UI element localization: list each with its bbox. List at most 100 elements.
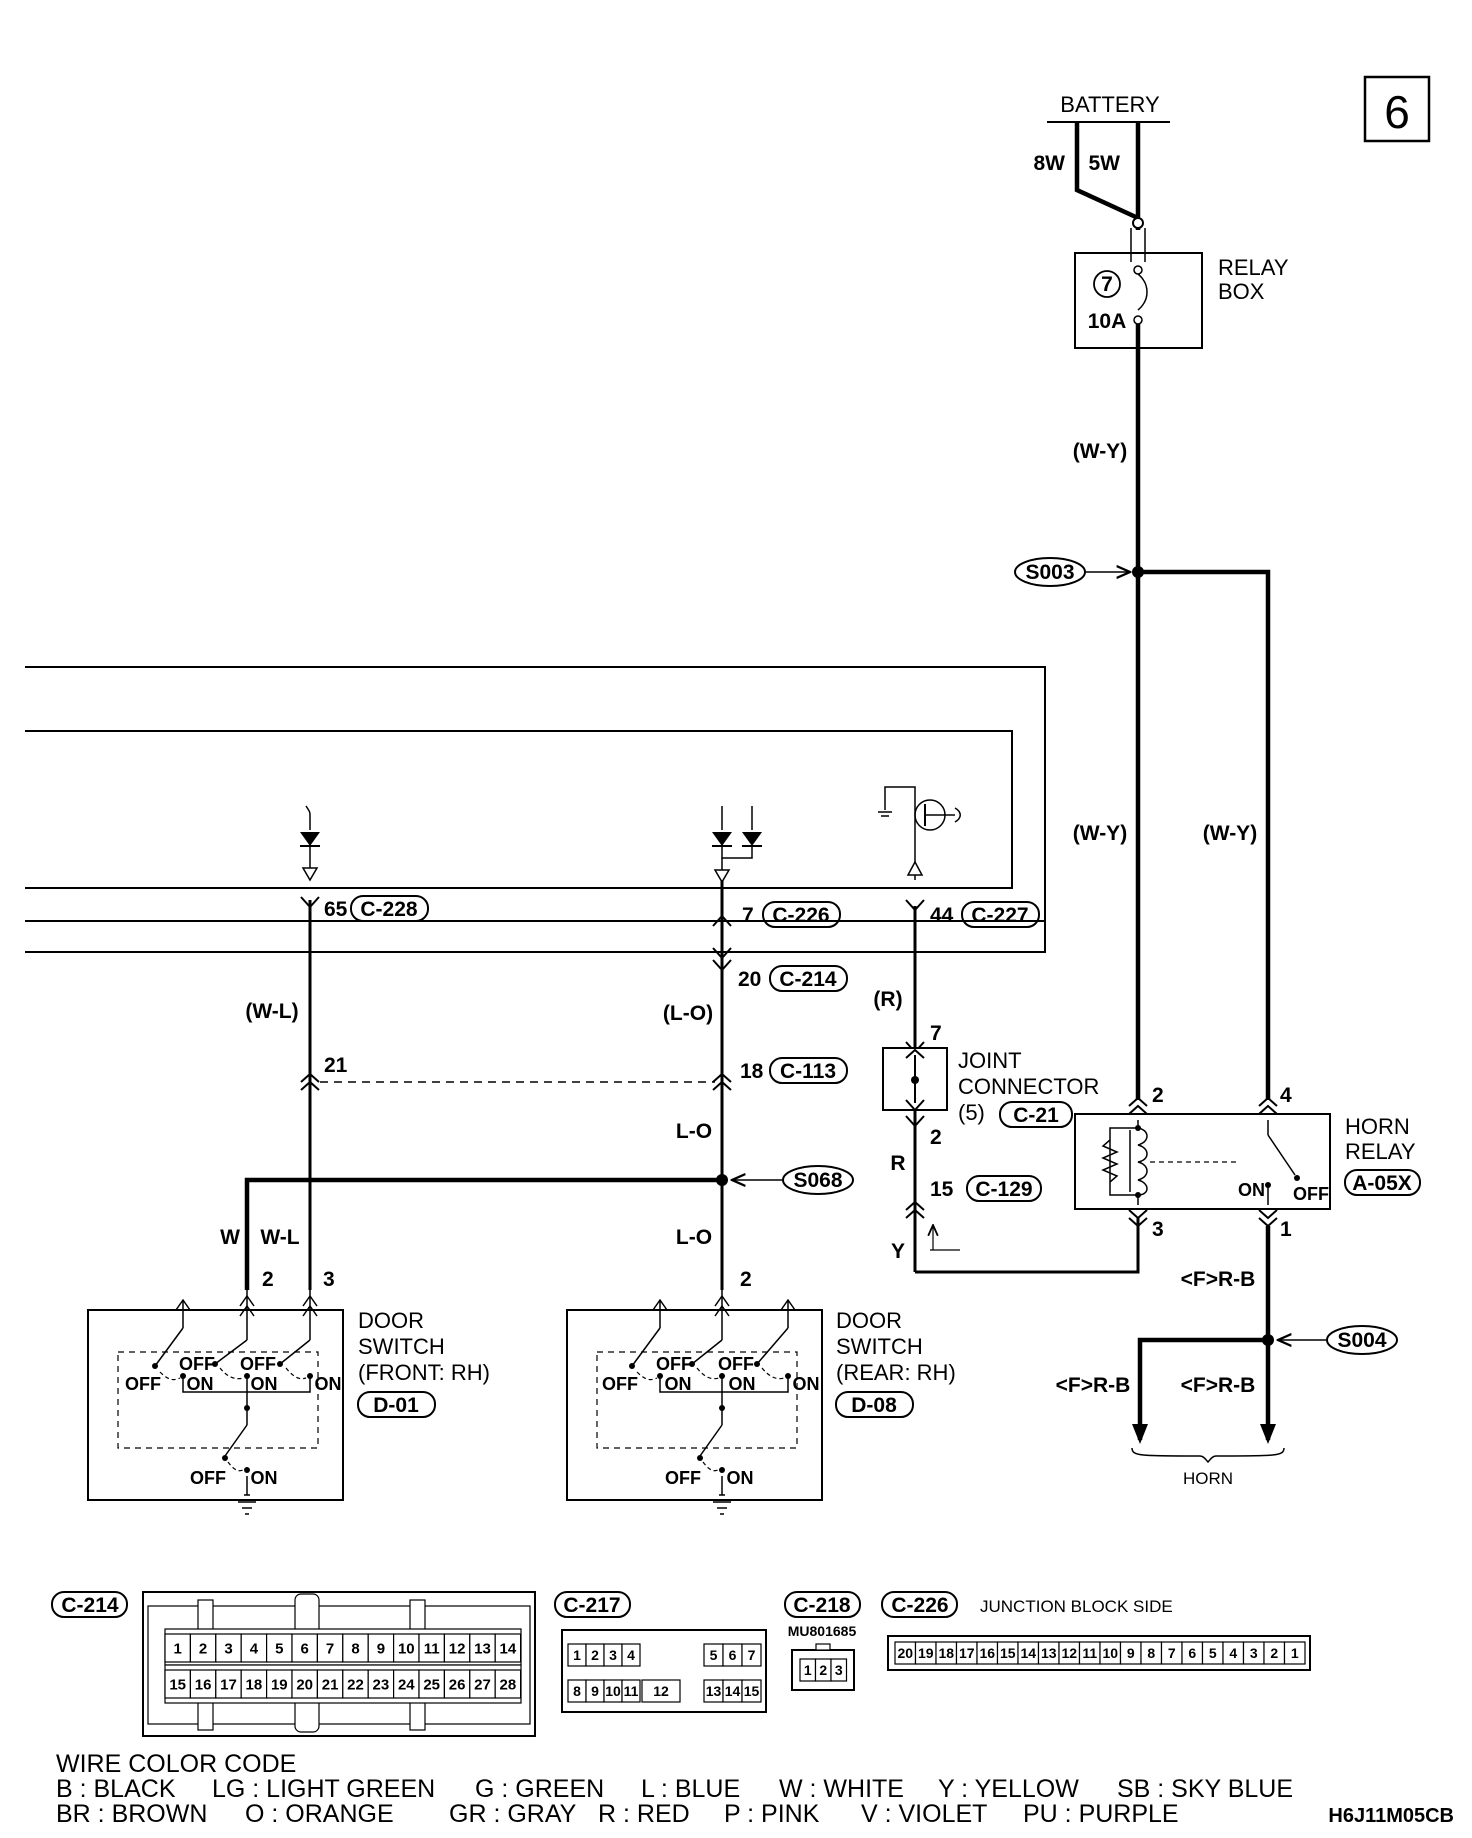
c217-pin: 12 (653, 1683, 669, 1699)
c226-pin: 2 (1270, 1645, 1278, 1661)
door-switch-rear: OFF OFF OFF ON ON ON OFF ON DOOR SWITCH … (566, 1290, 956, 1515)
c214-cell (418, 1669, 445, 1699)
horn-relay-label-1: HORN (1345, 1114, 1410, 1139)
c214-pin: 4 (250, 1640, 259, 1657)
c214-pin: 10 (398, 1640, 415, 1657)
c214-pin: 24 (398, 1676, 415, 1693)
wire-w: W (220, 1226, 240, 1249)
front-on-1: ON (187, 1374, 214, 1394)
legend-entry: GR : GRAY (449, 1800, 577, 1828)
c218-pin: 1 (804, 1662, 812, 1678)
horn-relay-pin-2: 2 (1152, 1084, 1164, 1107)
c217-pin: 3 (609, 1647, 617, 1663)
pin-21: 21 (324, 1054, 348, 1077)
front-off-2: OFF (179, 1354, 215, 1374)
conn-c227: C-227 (971, 904, 1028, 927)
c217-pin: 8 (573, 1683, 581, 1699)
etacs-unit (25, 666, 1046, 953)
c226-pin: 4 (1229, 1645, 1237, 1661)
c214-pin: 7 (326, 1640, 334, 1657)
wire-wy-right: (W-Y) (1203, 822, 1257, 845)
c226-pin: 9 (1127, 1645, 1135, 1661)
relay-box-label-2: BOX (1218, 279, 1265, 304)
pin-18: 18 (740, 1060, 764, 1083)
svg-text:C-214: C-214 (61, 1594, 119, 1617)
rear-on-4: ON (727, 1468, 754, 1488)
pin-20: 20 (738, 968, 761, 991)
horn-relay-on: ON (1238, 1180, 1265, 1200)
c226-pin: 10 (1102, 1645, 1118, 1661)
wire-wl2: W-L (260, 1226, 299, 1249)
pin-15: 15 (930, 1178, 954, 1201)
c214-pin: 8 (351, 1640, 359, 1657)
c217-cell (621, 1679, 641, 1703)
c226-pin: 19 (918, 1645, 934, 1661)
c214-pin: 18 (246, 1676, 263, 1693)
conn-c129: C-129 (975, 1178, 1032, 1201)
c214-pin: 13 (474, 1640, 491, 1657)
c214-pin: 1 (174, 1640, 182, 1657)
rear-on-3: ON (793, 1374, 820, 1394)
rear-code: D-08 (851, 1394, 897, 1417)
wire-lo2: L-O (676, 1226, 712, 1249)
c214-cell (164, 1633, 191, 1663)
wire-wy-top: (W-Y) (1073, 440, 1127, 463)
c217-pin: 6 (729, 1647, 737, 1663)
c226-pin: 11 (1082, 1645, 1097, 1661)
c214-pin: 11 (424, 1640, 440, 1657)
c217-pin: 2 (591, 1647, 599, 1663)
legend-entry: PU : PURPLE (1023, 1800, 1179, 1828)
wire-r: R (890, 1152, 905, 1175)
door-switch-front: OFF OFF OFF ON ON ON OFF ON DOOR SWITCH … (87, 1290, 490, 1515)
c214-pin: 16 (195, 1676, 212, 1693)
c217-pin: 4 (627, 1647, 635, 1663)
c214-pin: 20 (296, 1676, 313, 1693)
conn-c113: C-113 (780, 1060, 836, 1083)
c226-pin: 13 (1041, 1645, 1057, 1661)
legend-entry: V : VIOLET (861, 1800, 987, 1828)
battery: BATTERY 8W 5W (1034, 92, 1170, 221)
drawing-code: H6J11M05CB (1328, 1805, 1454, 1827)
c217-cell (621, 1643, 641, 1667)
c214-pin: 12 (449, 1640, 466, 1657)
wire-y: Y (891, 1240, 905, 1263)
front-on-3: ON (315, 1374, 342, 1394)
legend-entry: B : BLACK (56, 1775, 176, 1803)
front-label-3: (FRONT: RH) (358, 1360, 490, 1385)
svg-text:C-226: C-226 (891, 1594, 948, 1617)
wire-frb-2: <F>R-B (1056, 1374, 1131, 1397)
rear-off-4: OFF (665, 1468, 701, 1488)
c226-pin: 18 (938, 1645, 954, 1661)
fuse-rating: 10A (1088, 310, 1127, 333)
wire-wy-left: (W-Y) (1073, 822, 1127, 845)
rear-off-2: OFF (656, 1354, 692, 1374)
front-label-1: DOOR (358, 1308, 424, 1333)
c214-cell (418, 1633, 445, 1663)
c214-cell (367, 1669, 395, 1699)
svg-text:C-218: C-218 (793, 1594, 851, 1617)
conn-c214: C-214 (779, 968, 837, 991)
c226-pin: 14 (1020, 1645, 1036, 1661)
fuse-number: 7 (1101, 273, 1113, 296)
wire-wl: (W-L) (245, 1000, 298, 1023)
c214-cell (189, 1669, 217, 1699)
c214-pin: 5 (275, 1640, 283, 1657)
c226-pin: 6 (1188, 1645, 1196, 1661)
c214-cell (494, 1669, 522, 1699)
horn-relay-off: OFF (1293, 1184, 1329, 1204)
c214-pin: 17 (220, 1676, 237, 1693)
c226-side: JUNCTION BLOCK SIDE (980, 1597, 1173, 1616)
c214-cell (443, 1669, 471, 1699)
legend-entry: LG : LIGHT GREEN (212, 1775, 435, 1803)
c218-pin: 3 (835, 1662, 843, 1678)
horn-label: HORN (1183, 1469, 1233, 1488)
c226-pin: 12 (1061, 1645, 1077, 1661)
rear-off-1: OFF (602, 1374, 638, 1394)
